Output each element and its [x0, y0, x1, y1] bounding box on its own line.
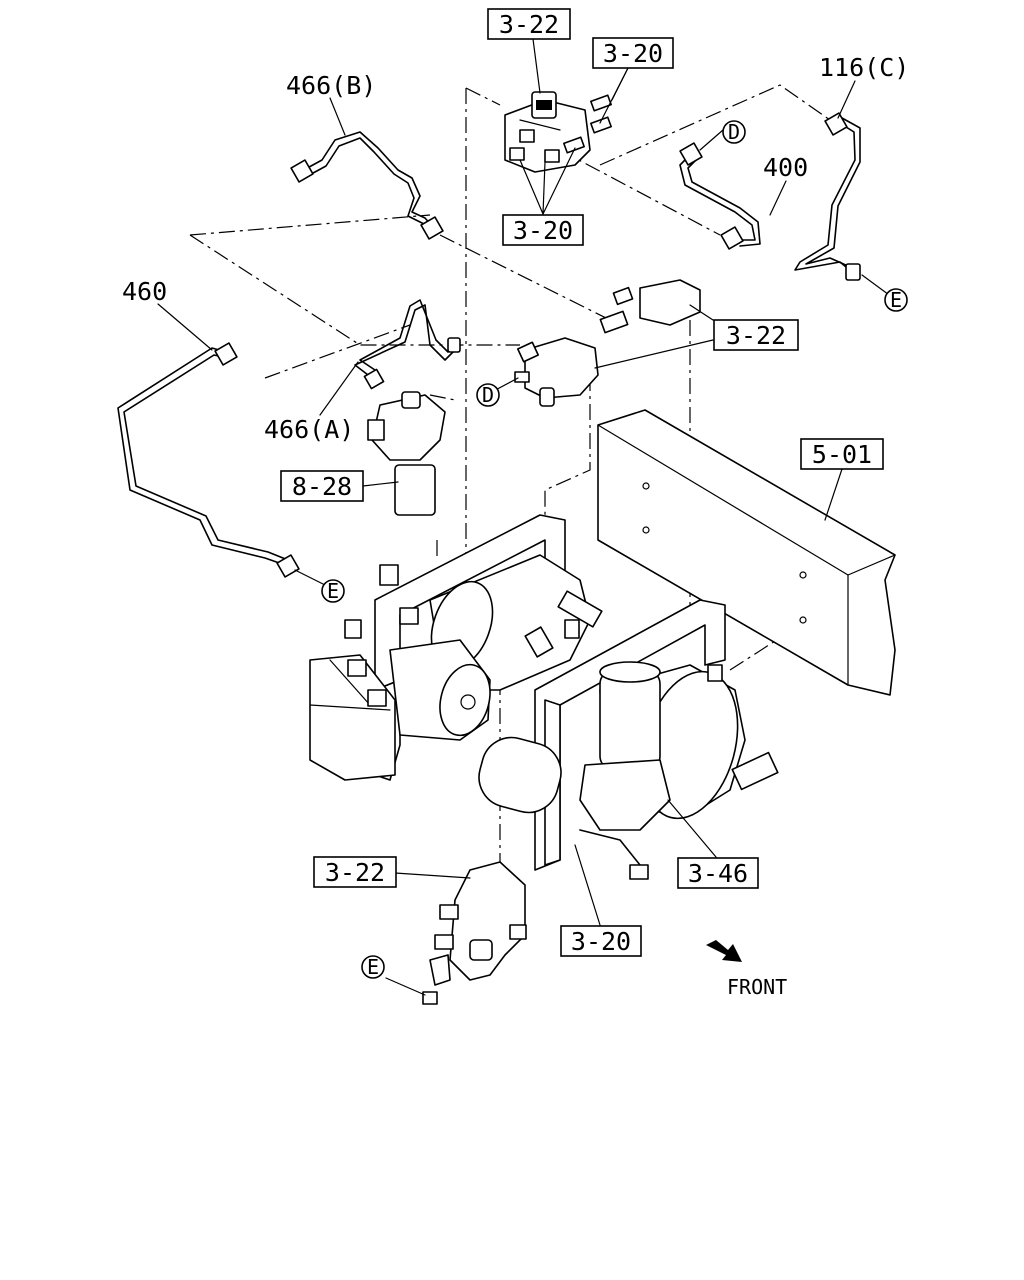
- circle-d-upper: D: [722, 120, 746, 144]
- left-housing: [309, 654, 396, 781]
- ref-3-20-bottom-text: 3-20: [571, 927, 631, 956]
- circle-d-lower-text: D: [482, 383, 494, 407]
- air-tank-left: [389, 554, 603, 741]
- ref-3-20-top-right[interactable]: 3-20: [592, 37, 674, 69]
- circle-e-bottom-text: E: [367, 955, 379, 979]
- part-466b-label: 466(B): [286, 71, 376, 100]
- valve-8-28: [367, 391, 446, 516]
- part-116c-label: 116(C): [819, 53, 909, 82]
- relay-valve-top: [504, 91, 612, 173]
- ref-3-22-top-text: 3-22: [499, 10, 559, 39]
- pipe-466a: [354, 299, 461, 390]
- circle-d-lower: D: [476, 383, 500, 407]
- circle-e-left-text: E: [327, 579, 339, 603]
- ref-3-22-top[interactable]: 3-22: [487, 8, 571, 40]
- part-400-label: 400: [763, 153, 808, 182]
- ref-3-20-top-lower[interactable]: 3-20: [502, 214, 584, 246]
- part-466a-label: 466(A): [264, 415, 354, 444]
- circle-d-upper-text: D: [728, 120, 740, 144]
- label-leaders: [157, 38, 897, 996]
- ref-5-01[interactable]: 5-01: [800, 438, 884, 470]
- part-460-label: 460: [122, 277, 167, 306]
- circle-e-right: E: [884, 288, 908, 312]
- ref-3-20-top-right-text: 3-20: [603, 39, 663, 68]
- air-tank-right: [478, 661, 779, 880]
- ref-3-46[interactable]: 3-46: [677, 857, 759, 889]
- pipe-466b: [290, 131, 444, 240]
- ref-8-28[interactable]: 8-28: [280, 470, 364, 502]
- front-arrow-icon: [706, 940, 742, 962]
- ref-3-22-mid[interactable]: 3-22: [713, 319, 799, 351]
- ref-8-28-text: 8-28: [292, 472, 352, 501]
- circle-e-left: E: [321, 579, 345, 603]
- ref-5-01-text: 5-01: [812, 440, 872, 469]
- pipe-400: [679, 142, 761, 250]
- pipe-116c: [794, 112, 861, 281]
- ref-3-20-top-lower-text: 3-20: [513, 216, 573, 245]
- frame-rail: [597, 409, 896, 696]
- pipe-460: [117, 342, 300, 578]
- misc-fittings: [344, 564, 723, 707]
- relay-valve-middle: [514, 279, 701, 407]
- ref-3-22-mid-text: 3-22: [726, 321, 786, 350]
- relay-valve-bottom: [422, 861, 527, 1005]
- circle-e-bottom: E: [361, 955, 385, 979]
- ref-3-22-bottom[interactable]: 3-22: [313, 856, 397, 888]
- circle-e-right-text: E: [890, 288, 902, 312]
- front-indicator: FRONT: [706, 940, 787, 999]
- ref-3-46-text: 3-46: [688, 859, 748, 888]
- ref-3-22-bottom-text: 3-22: [325, 858, 385, 887]
- ref-3-20-bottom[interactable]: 3-20: [560, 925, 642, 957]
- front-label: FRONT: [727, 975, 787, 999]
